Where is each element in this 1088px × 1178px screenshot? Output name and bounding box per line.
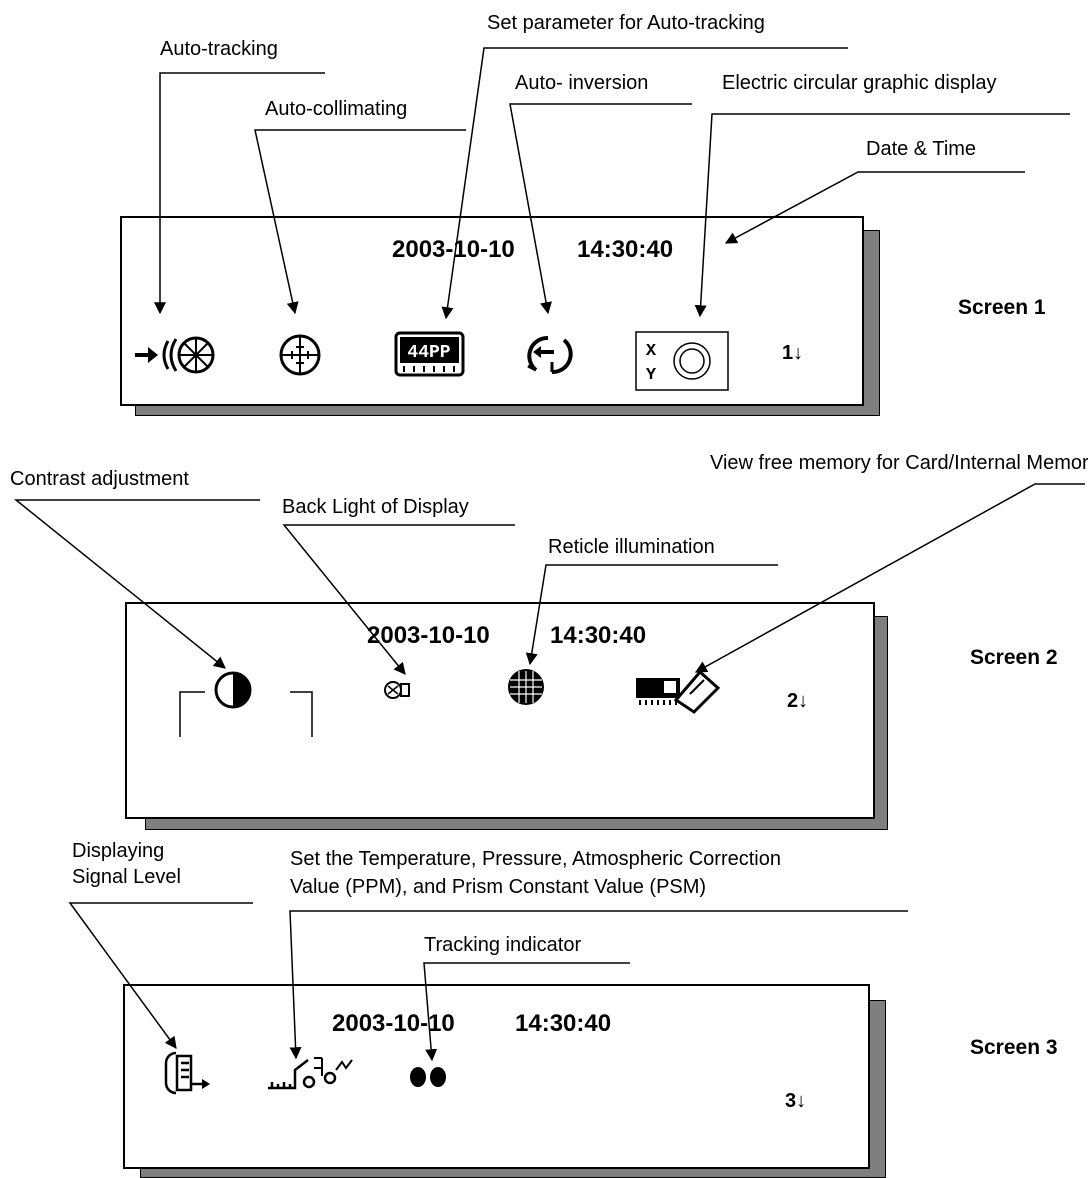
- signal-level-icon: [164, 1051, 210, 1095]
- reticle-illumination-icon: [508, 669, 544, 705]
- screen-2-title: Screen 2: [970, 646, 1058, 669]
- auto-collimating-icon: [279, 334, 321, 376]
- tracking-indicator-icon: [410, 1067, 446, 1087]
- label-auto-collimating: Auto-collimating: [265, 98, 408, 120]
- screen-1-page-indicator: 1↓: [782, 342, 804, 364]
- label-contrast: Contrast adjustment: [10, 468, 189, 490]
- label-signal-line2: Signal Level: [72, 866, 181, 888]
- leader-lines-screen-3: [68, 902, 908, 1062]
- label-set-parameter: Set parameter for Auto-tracking: [487, 12, 765, 34]
- auto-inversion-icon: [527, 335, 573, 375]
- label-signal-line1: Displaying: [72, 840, 165, 862]
- label-circular-display: Electric circular graphic display: [722, 72, 997, 94]
- screen-1-display: 2003-10-10 14:30:40 1↓: [120, 216, 864, 406]
- screen-1-date: 2003-10-10: [392, 236, 515, 263]
- label-reticle: Reticle illumination: [548, 536, 715, 558]
- screen-2-page-indicator: 2↓: [787, 690, 809, 712]
- label-memory: View free memory for Card/Internal Memor…: [710, 452, 1088, 474]
- backlight-icon: [384, 681, 410, 699]
- screen-3-date: 2003-10-10: [332, 1010, 455, 1037]
- screen-1-title: Screen 1: [958, 296, 1046, 319]
- leader-lines-screen-2: [13, 483, 1085, 675]
- contrast-icon: [179, 671, 313, 737]
- screen-2-time: 14:30:40: [550, 622, 647, 649]
- label-backlight: Back Light of Display: [282, 496, 469, 518]
- label-auto-inversion: Auto- inversion: [515, 72, 649, 94]
- label-atmos-line1: Set the Temperature, Pressure, Atmospher…: [290, 848, 781, 870]
- circular-graphic-display-icon: X Y: [635, 331, 729, 391]
- screen-3-display: 2003-10-10 14:30:40 3↓: [123, 984, 870, 1169]
- tracking-parameter-icon: 44PP: [394, 331, 465, 377]
- screen-2-date: 2003-10-10: [367, 622, 490, 649]
- memory-card-icon: [636, 669, 721, 714]
- screen-2-display: 2003-10-10 14:30:40 2↓: [125, 602, 875, 819]
- leader-lines-screen-1: [154, 47, 1070, 320]
- screen-3-time: 14:30:40: [515, 1010, 612, 1037]
- svg-text:X: X: [646, 342, 657, 361]
- screen-3-title: Screen 3: [970, 1036, 1058, 1059]
- label-date-time: Date & Time: [866, 138, 977, 160]
- label-atmos-line2: Value (PPM), and Prism Constant Value (P…: [290, 876, 707, 898]
- label-auto-tracking: Auto-tracking: [160, 38, 278, 60]
- screen-3-page-indicator: 3↓: [785, 1090, 807, 1112]
- screen-1-time: 14:30:40: [577, 236, 674, 263]
- atmospheric-settings-icon: [268, 1057, 353, 1090]
- auto-tracking-icon: [135, 336, 215, 374]
- svg-text:44PP: 44PP: [407, 343, 450, 363]
- svg-text:Y: Y: [646, 366, 657, 385]
- label-tracking-indicator: Tracking indicator: [424, 934, 582, 956]
